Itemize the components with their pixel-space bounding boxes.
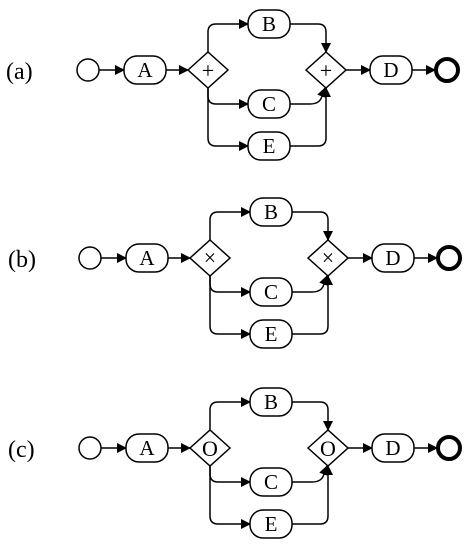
flow-split-to-e — [209, 276, 251, 339]
start-event — [78, 246, 102, 270]
task-c-label: C — [264, 280, 278, 304]
diagram-label: (b) — [8, 247, 36, 273]
split-gateway — [188, 238, 232, 278]
join-gateway-symbol: O — [320, 436, 336, 461]
end-event — [436, 435, 462, 461]
flow-c-to-join — [292, 465, 329, 483]
task-e-label: E — [265, 512, 278, 536]
flow-b-to-join — [290, 23, 331, 53]
flow-c-to-join — [290, 87, 327, 105]
join-gateway-symbol: + — [320, 58, 332, 83]
diagram-label: (a) — [6, 59, 33, 85]
task-b-label: B — [262, 12, 276, 36]
split-gateway — [186, 50, 230, 90]
task-d-label: D — [383, 58, 398, 82]
flow-b-to-join — [292, 401, 333, 431]
flow-split-to-b — [207, 19, 249, 52]
split-gateway-symbol: × — [204, 245, 216, 270]
start-event — [78, 436, 102, 460]
task-e-label: E — [263, 134, 276, 158]
split-gateway-symbol: + — [202, 58, 214, 83]
diagram-b: (b) A × B C E × D — [8, 197, 462, 349]
task-a-label: A — [137, 58, 153, 82]
task-c-label: C — [264, 470, 278, 494]
flow-e-to-join — [292, 275, 333, 335]
task-a-label: A — [139, 436, 155, 460]
end-event — [436, 245, 462, 271]
flow-c-to-join — [292, 275, 329, 293]
flow-split-to-c — [209, 466, 251, 487]
diagram-a: (a) A + B C E + D — [6, 9, 460, 161]
flow-b-to-join — [292, 211, 333, 241]
start-event — [76, 58, 100, 82]
task-d-label: D — [385, 436, 400, 460]
flow-split-to-c — [207, 88, 249, 109]
split-gateway-symbol: O — [202, 436, 218, 461]
split-gateway — [188, 428, 232, 468]
task-c-label: C — [262, 92, 276, 116]
flow-e-to-join — [292, 465, 333, 525]
flow-split-to-b — [209, 207, 251, 240]
task-a-label: A — [139, 246, 155, 270]
task-d-label: D — [385, 246, 400, 270]
task-b-label: B — [264, 200, 278, 224]
diagram-label: (c) — [8, 437, 35, 463]
flow-e-to-join — [290, 87, 331, 147]
diagram-c: (c) A O B C E O D — [8, 387, 462, 539]
task-b-label: B — [264, 390, 278, 414]
join-gateway-symbol: × — [322, 245, 334, 270]
end-event — [434, 57, 460, 83]
task-e-label: E — [265, 322, 278, 346]
flow-split-to-b — [209, 397, 251, 430]
flow-split-to-e — [207, 88, 249, 151]
flow-split-to-c — [209, 276, 251, 297]
flow-split-to-e — [209, 466, 251, 529]
